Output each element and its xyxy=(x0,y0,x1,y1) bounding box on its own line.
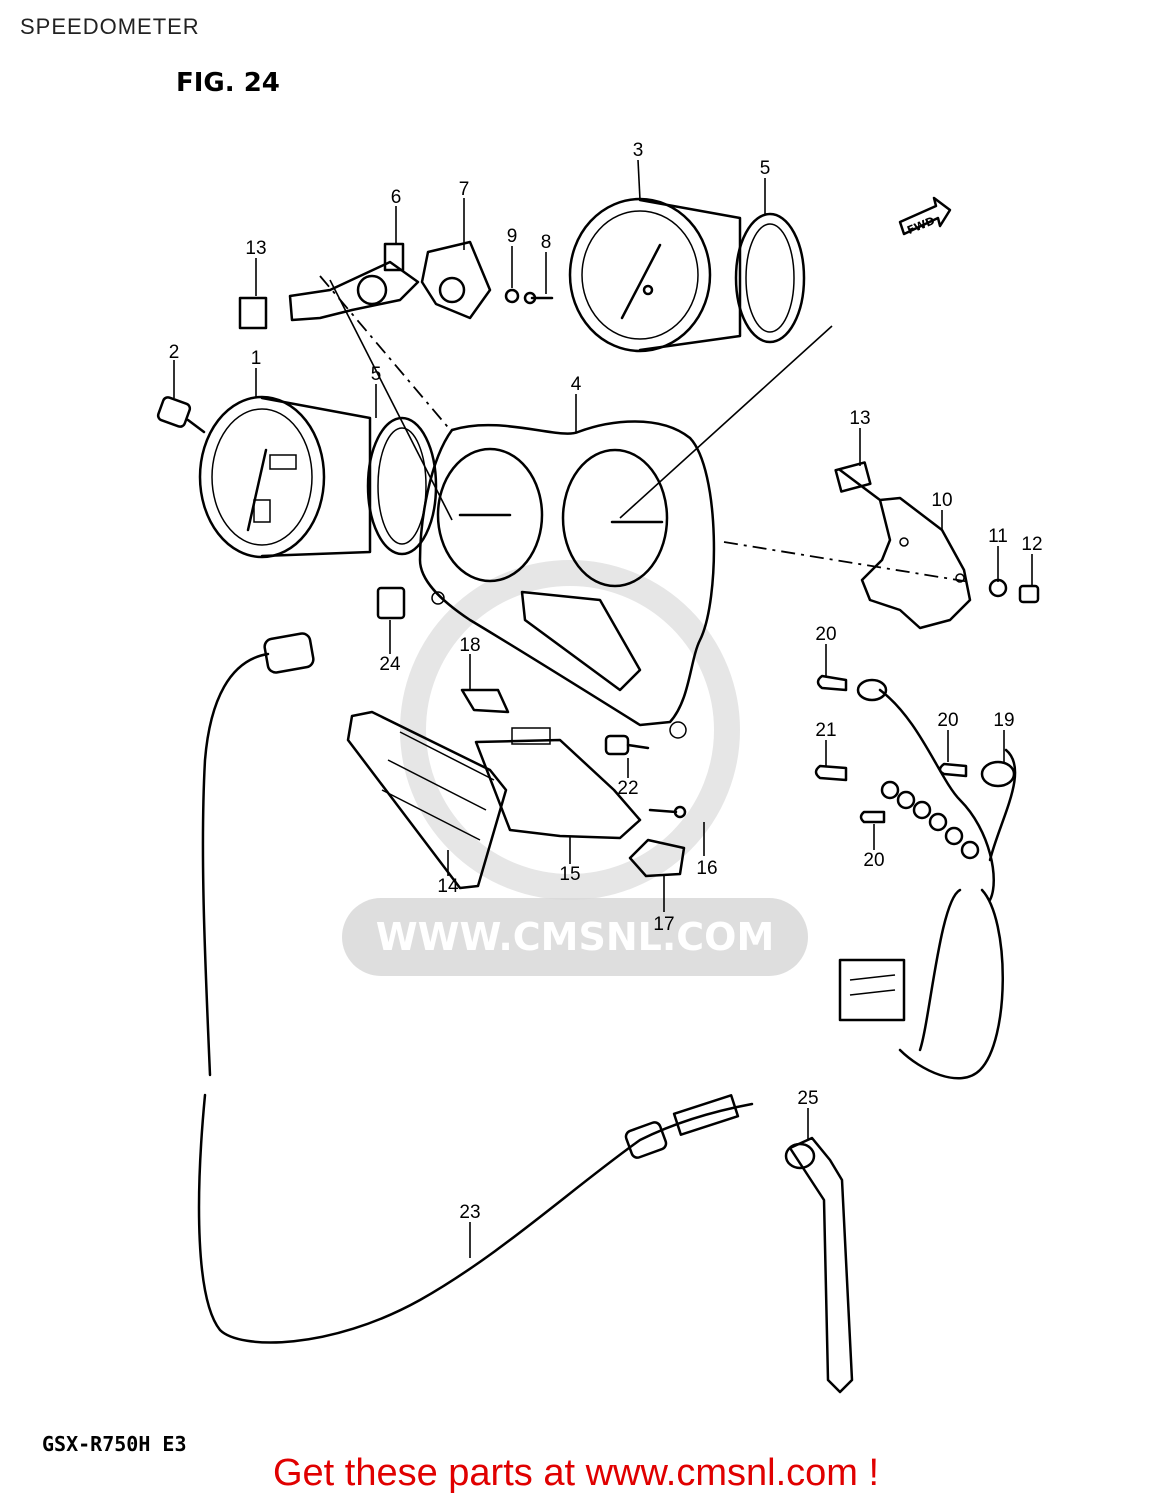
callout-20-top: 20 xyxy=(815,624,836,645)
speedometer-cable[interactable] xyxy=(197,632,754,1344)
callout-9: 9 xyxy=(507,226,518,247)
tachometer-gauge[interactable] xyxy=(568,197,806,353)
callout-16: 16 xyxy=(696,858,717,879)
callout-13-right: 13 xyxy=(849,408,870,429)
upper-holder[interactable] xyxy=(420,240,492,320)
washer-11[interactable] xyxy=(988,578,1008,598)
callout-11: 11 xyxy=(988,526,1008,547)
callout-19: 19 xyxy=(993,710,1014,731)
figure-title: FIG. 24 xyxy=(176,68,280,98)
screw-16[interactable] xyxy=(648,805,687,819)
callout-5-upper: 5 xyxy=(760,158,771,179)
indicator-panel[interactable] xyxy=(346,710,508,890)
nut-12[interactable] xyxy=(1018,584,1040,604)
callout-8: 8 xyxy=(541,232,552,253)
callout-17: 17 xyxy=(653,914,674,935)
callout-3: 3 xyxy=(633,140,644,161)
callout-18: 18 xyxy=(459,635,480,656)
callout-20-mid: 20 xyxy=(937,710,958,731)
callout-2: 2 xyxy=(169,342,180,363)
wiring-harness[interactable] xyxy=(838,678,1017,1080)
callout-24: 24 xyxy=(379,654,401,675)
upper-bracket[interactable] xyxy=(288,242,420,322)
bulb-20-bottom[interactable] xyxy=(859,810,886,824)
screw-22[interactable] xyxy=(604,734,650,756)
plate-17[interactable] xyxy=(628,838,686,878)
bulb-20-mid[interactable] xyxy=(938,762,968,778)
bulb-21[interactable] xyxy=(814,764,848,782)
callout-7: 7 xyxy=(459,179,470,200)
cable-clamp[interactable] xyxy=(784,1136,854,1394)
page-heading: SPEEDOMETER xyxy=(20,14,200,39)
callout-4: 4 xyxy=(571,374,582,395)
callout-10: 10 xyxy=(931,490,952,511)
socket-13-upper[interactable] xyxy=(238,296,268,330)
callout-6: 6 xyxy=(391,187,402,208)
model-code: GSX-R750H E3 xyxy=(42,1432,187,1456)
nut-9[interactable] xyxy=(504,288,520,304)
callout-15: 15 xyxy=(559,864,580,885)
screw-8[interactable] xyxy=(523,291,554,305)
callout-1: 1 xyxy=(251,348,262,369)
callout-23: 23 xyxy=(459,1202,480,1223)
indicator-plate[interactable] xyxy=(474,727,642,840)
forward-arrow-icon: FWD xyxy=(898,196,952,237)
callout-14: 14 xyxy=(437,876,459,897)
callout-20-bottom: 20 xyxy=(863,850,884,871)
callout-13-upper: 13 xyxy=(245,238,266,259)
gauge-cover-rear xyxy=(734,212,806,344)
callout-12: 12 xyxy=(1021,534,1042,555)
callout-22: 22 xyxy=(617,778,638,799)
cushion-24[interactable] xyxy=(376,586,406,620)
right-bracket[interactable] xyxy=(838,468,972,630)
bulb-20-top[interactable] xyxy=(816,674,848,692)
callout-5-lower: 5 xyxy=(371,364,382,385)
callout-25: 25 xyxy=(797,1088,818,1109)
meter-case[interactable] xyxy=(418,420,716,739)
socket-13-right[interactable] xyxy=(834,461,872,493)
clip-18[interactable] xyxy=(460,688,510,714)
footer-parts-link[interactable]: Get these parts at www.cmsnl.com ! xyxy=(272,1452,880,1494)
watermark-text: WWW.CMSNL.COM xyxy=(342,898,808,976)
cable-cap[interactable] xyxy=(156,396,206,434)
gauge-cover-front xyxy=(366,416,438,556)
speedometer-gauge[interactable] xyxy=(198,395,438,559)
callout-21: 21 xyxy=(815,720,836,741)
